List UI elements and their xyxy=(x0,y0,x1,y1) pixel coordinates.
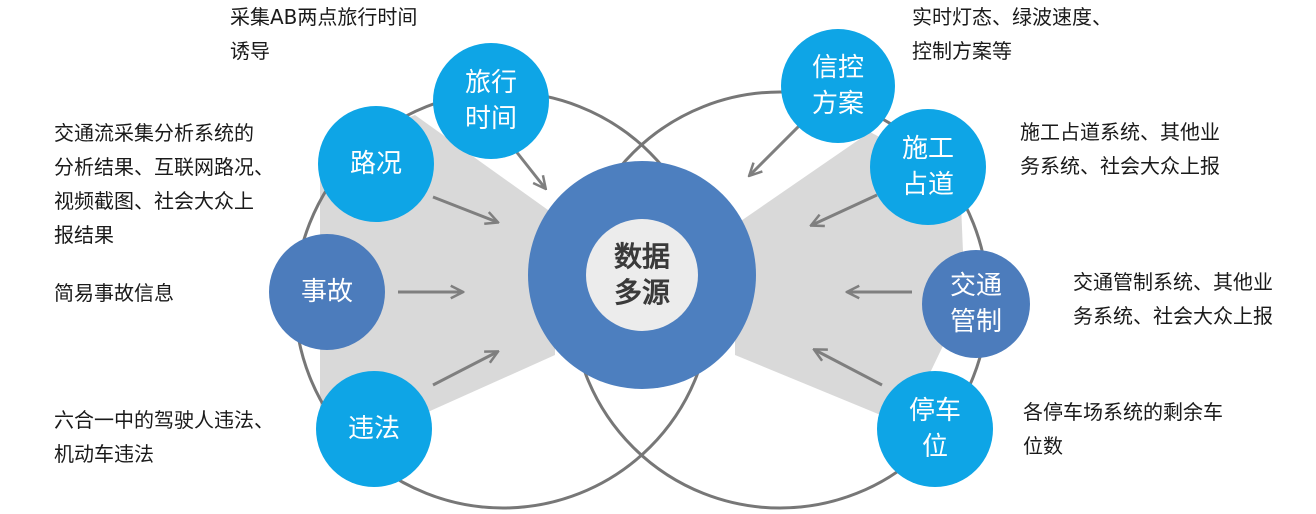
desc-traffic-control-line-1: 交通管制系统、其他业 xyxy=(1073,270,1273,294)
desc-construction-line-2: 务系统、社会大众上报 xyxy=(1020,154,1220,178)
node-traffic-control: 交通 管制 xyxy=(922,250,1030,358)
node-travel-time-line-2: 时间 xyxy=(464,104,517,134)
node-signal-plan-line-2: 方案 xyxy=(811,89,864,119)
desc-parking-line-1: 各停车场系统的剩余车 xyxy=(1023,400,1223,424)
node-signal-plan: 信控 方案 xyxy=(781,29,895,143)
arrow-violation xyxy=(432,352,497,387)
desc-violation: 六合一中的驾驶人违法、 机动车违法 xyxy=(54,403,274,471)
desc-traffic-control: 交通管制系统、其他业 务系统、社会大众上报 xyxy=(1073,265,1273,333)
center-data-sources: 数据 多源 xyxy=(586,219,698,331)
arrow-construction xyxy=(812,193,878,225)
desc-travel-time: 采集AB两点旅行时间 诱导 xyxy=(230,0,417,68)
desc-construction: 施工占道系统、其他业 务系统、社会大众上报 xyxy=(1020,115,1220,183)
desc-road-condition-line-2: 分析结果、互联网路况、 xyxy=(54,155,274,179)
center-line-1: 数据 xyxy=(613,240,670,273)
node-violation-label: 违法 xyxy=(347,414,400,444)
node-parking-line-1: 停车 xyxy=(908,396,961,426)
desc-road-condition-line-3: 视频截图、社会大众上 xyxy=(54,189,254,213)
node-road-condition-label: 路况 xyxy=(349,149,402,179)
node-violation: 违法 xyxy=(316,371,432,487)
desc-signal-plan-line-2: 控制方案等 xyxy=(912,39,1012,63)
desc-signal-plan: 实时灯态、绿波速度、 控制方案等 xyxy=(912,0,1112,68)
node-signal-plan-line-1: 信控 xyxy=(811,53,864,83)
arrow-road-condition xyxy=(432,195,497,222)
arrow-parking xyxy=(815,350,883,387)
node-travel-time: 旅行 时间 xyxy=(433,43,549,159)
node-accident-label: 事故 xyxy=(300,277,353,307)
center-line-2: 多源 xyxy=(613,276,670,309)
node-construction: 施工 占道 xyxy=(870,109,986,225)
desc-violation-line-1: 六合一中的驾驶人违法、 xyxy=(54,408,274,432)
node-traffic-control-line-1: 交通 xyxy=(949,271,1002,301)
desc-travel-time-line-2: 诱导 xyxy=(230,39,270,63)
node-construction-line-2: 占道 xyxy=(901,170,954,200)
desc-accident: 简易事故信息 xyxy=(54,276,174,310)
desc-construction-line-1: 施工占道系统、其他业 xyxy=(1020,120,1220,144)
node-travel-time-line-1: 旅行 xyxy=(464,68,517,98)
desc-violation-line-2: 机动车违法 xyxy=(54,442,154,466)
arrow-travel-time xyxy=(513,149,545,188)
node-parking: 停车 位 xyxy=(877,371,993,487)
desc-traffic-control-line-2: 务系统、社会大众上报 xyxy=(1073,304,1273,328)
node-parking-line-2: 位 xyxy=(921,432,948,462)
desc-road-condition-line-4: 报结果 xyxy=(54,223,114,247)
desc-road-condition: 交通流采集分析系统的 分析结果、互联网路况、 视频截图、社会大众上 报结果 xyxy=(54,116,274,252)
desc-accident-line-1: 简易事故信息 xyxy=(54,281,174,305)
desc-parking: 各停车场系统的剩余车 位数 xyxy=(1023,395,1223,463)
node-traffic-control-line-2: 管制 xyxy=(949,307,1002,337)
node-construction-line-1: 施工 xyxy=(901,134,954,164)
desc-travel-time-line-1: 采集AB两点旅行时间 xyxy=(230,5,418,29)
desc-parking-line-2: 位数 xyxy=(1023,434,1063,458)
node-road-condition: 路况 xyxy=(318,106,434,222)
desc-signal-plan-line-1: 实时灯态、绿波速度、 xyxy=(912,5,1112,29)
arrow-signal-plan xyxy=(750,123,802,175)
desc-road-condition-line-1: 交通流采集分析系统的 xyxy=(54,121,254,145)
node-accident: 事故 xyxy=(269,234,385,350)
